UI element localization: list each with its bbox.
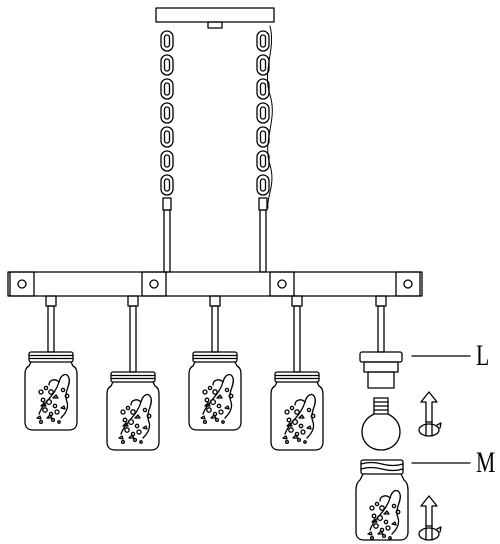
ceiling-canopy-icon (155, 7, 275, 29)
pendant-4 (271, 295, 323, 450)
right-chain-icon (256, 25, 273, 211)
pendant-2 (107, 295, 159, 450)
pendant-5-socket (359, 295, 403, 389)
rotate-clockwise-icon (418, 495, 442, 541)
mason-jar-icon (355, 459, 409, 541)
support-rods (163, 209, 267, 273)
left-chain-icon (160, 30, 174, 211)
pendant-1 (25, 295, 77, 430)
pendant-3 (189, 295, 241, 430)
callout-label-L: L (476, 339, 490, 372)
rotate-clockwise-icon (418, 391, 442, 437)
bulb-icon (361, 397, 401, 451)
crossbar-icon (7, 271, 423, 297)
callout-label-M: M (476, 446, 496, 479)
